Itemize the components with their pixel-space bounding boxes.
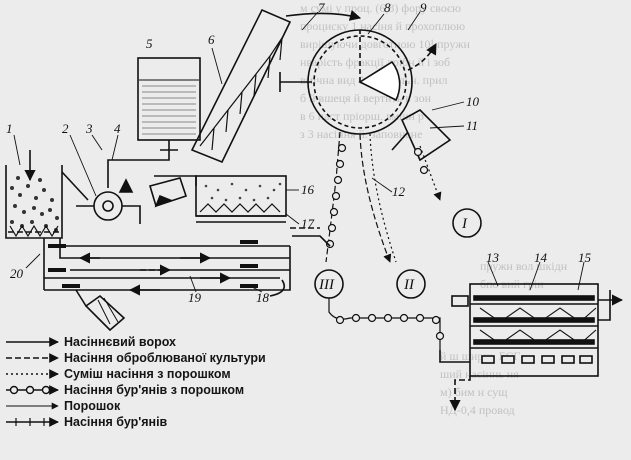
svg-text:пружн вол шкідн: пружн вол шкідн — [480, 259, 568, 273]
part-numbers: 1 2 3 4 5 6 7 8 9 10 11 12 13 14 15 16 1… — [6, 0, 592, 305]
label-19: 19 — [188, 290, 202, 305]
label-2: 2 — [62, 121, 69, 136]
label-3: 3 — [85, 121, 93, 136]
label-9: 9 — [420, 0, 427, 15]
chain-to-unit — [328, 298, 445, 350]
legend-item-2: Насіння оброблюваної культури — [64, 351, 266, 365]
svg-text:нварість фракції дрібн й і зоб: нварість фракції дрібн й і зоб — [300, 55, 450, 69]
svg-text:й ш ширш. БСГ: й ш ширш. БСГ — [440, 349, 520, 363]
legend-item-3: Суміш насіння з порошком — [64, 367, 231, 381]
mixer-16-17 — [148, 175, 287, 223]
label-10: 10 — [466, 94, 480, 109]
label-I: I — [461, 216, 468, 232]
background-text: м сумі у проц. (6,8) фору своєю проциску… — [300, 1, 568, 417]
label-18: 18 — [256, 290, 270, 305]
legend-labels: Насіннєвий ворох Насіння оброблюваної ку… — [64, 335, 266, 429]
label-11: 11 — [466, 118, 478, 133]
destination-circles — [314, 208, 482, 299]
label-III: III — [318, 277, 335, 293]
conveyor-lines — [43, 227, 331, 332]
svg-text:м) бим н сущ: м) бим н сущ — [440, 385, 508, 399]
legend-item-6: Насіння бур'янів — [64, 415, 168, 429]
label-4: 4 — [114, 121, 121, 136]
svg-text:ший насіннь ня: ший насіннь ня — [440, 367, 519, 381]
label-16: 16 — [301, 182, 315, 197]
auger-conveyor-6 — [190, 8, 362, 164]
label-17: 17 — [301, 216, 315, 231]
label-II: II — [403, 277, 415, 293]
hopper-1 — [5, 150, 63, 239]
label-12: 12 — [392, 184, 406, 199]
legend — [6, 337, 59, 427]
legend-item-5: Порошок — [64, 399, 121, 413]
label-13: 13 — [486, 250, 500, 265]
label-8: 8 — [384, 0, 391, 15]
svg-text:в 6 наст пріорш. вмічн р: в 6 наст пріорш. вмічн р — [300, 109, 424, 123]
leader-lines — [13, 11, 585, 293]
legend-item-1: Насіннєвий ворох — [64, 335, 176, 349]
label-1: 1 — [6, 121, 13, 136]
label-15: 15 — [578, 250, 592, 265]
seed-paths-from-drum — [325, 131, 442, 263]
svg-text:проциску 1 насіня й прохоплюю: проциску 1 насіня й прохоплюю — [300, 19, 465, 33]
svg-text:НД-0,4 провод: НД-0,4 провод — [440, 403, 515, 417]
dryer-unit-13-15 — [439, 283, 624, 412]
label-5: 5 — [146, 36, 153, 51]
legend-item-4: Насіння бур'янів з порошком — [64, 383, 244, 397]
tank-5 — [107, 57, 201, 188]
svg-text:м сумі у проц. (6,8) фору своє: м сумі у проц. (6,8) фору своєю — [300, 1, 461, 15]
label-6: 6 — [208, 32, 215, 47]
label-7: 7 — [318, 0, 325, 15]
pump-2-3 — [61, 171, 141, 224]
label-14: 14 — [534, 250, 548, 265]
label-20: 20 — [10, 266, 24, 281]
